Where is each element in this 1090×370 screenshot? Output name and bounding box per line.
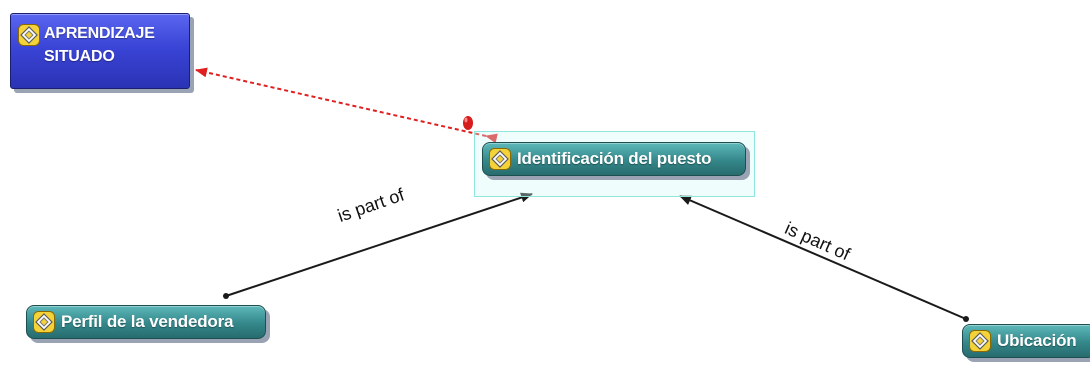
- diamond-badge-icon: [18, 24, 40, 46]
- concept-node-aprendizaje-situado[interactable]: APRENDIZAJE SITUADO: [10, 13, 190, 89]
- link-right-line[interactable]: [679, 195, 967, 320]
- concept-label: Ubicación: [997, 331, 1077, 350]
- link-left-anchor: [223, 293, 229, 299]
- cross-link-handle-icon[interactable]: [463, 116, 473, 130]
- concept-node-ubicacion[interactable]: Ubicación: [962, 324, 1090, 358]
- link-left-line[interactable]: [225, 192, 533, 297]
- concept-label: Perfil de la vendedora: [61, 312, 234, 331]
- diamond-badge-icon: [489, 148, 511, 170]
- diamond-badge-icon: [33, 311, 55, 333]
- concept-node-perfil-de-la-vendedora[interactable]: Perfil de la vendedora: [26, 305, 266, 339]
- cross-link-line[interactable]: [195, 67, 498, 144]
- concept-label: APRENDIZAJE SITUADO: [44, 25, 155, 65]
- link-right-anchor: [963, 316, 969, 322]
- concept-node-identificacion-del-puesto[interactable]: Identificación del puesto: [482, 142, 746, 176]
- diamond-badge-icon: [969, 330, 991, 352]
- concept-label: Identificación del puesto: [517, 149, 712, 168]
